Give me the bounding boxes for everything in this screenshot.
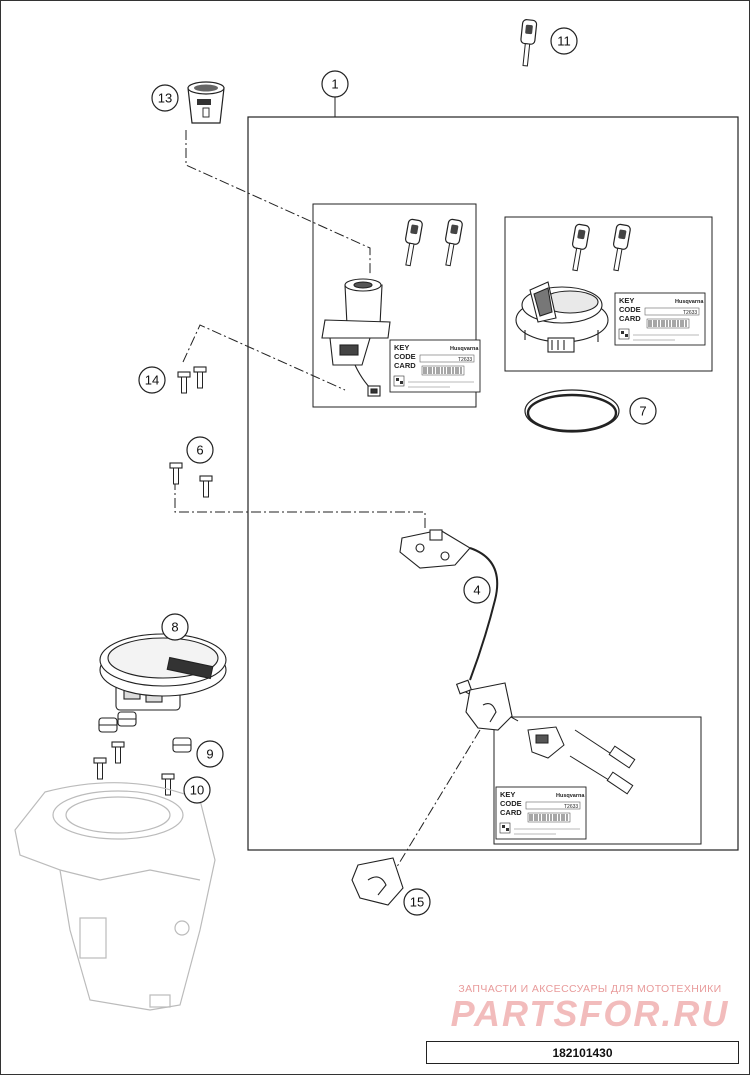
key-code-card-ignition: KEY CODE CARD Husqvarna T2633 (389, 339, 481, 393)
key-code-card-seat: KEY CODE CARD Husqvarna T2633 (495, 786, 587, 840)
svg-text:CARD: CARD (500, 808, 522, 817)
svg-text:10: 10 (190, 783, 204, 798)
gasket-ring-7 (524, 389, 620, 433)
key-code-card-fuel: KEY CODE CARD Husqvarna T2633 (614, 292, 706, 346)
svg-text:CODE: CODE (619, 305, 641, 314)
watermark-tagline: ЗАПЧАСТИ И АКСЕССУАРЫ ДЛЯ МОТОТЕХНИКИ (458, 983, 722, 995)
key-fuel-2 (608, 223, 632, 273)
svg-text:14: 14 (145, 373, 159, 388)
svg-text:KEY: KEY (500, 790, 515, 799)
svg-text:CARD: CARD (619, 314, 641, 323)
filler-cap-8 (99, 633, 227, 711)
callout-6: 6 (186, 436, 214, 464)
callout-15: 15 (403, 888, 431, 916)
fuel-tank-cap (515, 281, 609, 353)
key-part-11 (517, 18, 538, 68)
key-ignition-2 (440, 218, 464, 268)
svg-text:T2633: T2633 (683, 310, 697, 316)
screw-10-a (93, 757, 107, 780)
screw-10-c (161, 773, 175, 796)
svg-text:KEY: KEY (394, 343, 409, 352)
key-fuel-1 (567, 223, 591, 273)
nut-9-c (172, 737, 192, 753)
fuel-cap-subbox (504, 216, 713, 372)
callout-11: 11 (550, 27, 578, 55)
fuel-tank-ghost (14, 782, 216, 1011)
nut-9-b (117, 711, 137, 727)
ignition-lock-assembly (321, 278, 391, 397)
watermark-logo: PARTSFOR.RU (450, 993, 730, 1034)
callout-14: 14 (138, 366, 166, 394)
svg-text:Husqvarna: Husqvarna (556, 793, 585, 799)
screw-6-a (169, 462, 183, 485)
screw-14-a (177, 371, 191, 394)
svg-text:Husqvarna: Husqvarna (675, 299, 704, 305)
svg-text:CODE: CODE (394, 352, 416, 361)
key-ignition-1 (400, 218, 424, 268)
lock-cylinder-13 (187, 81, 225, 124)
callout-7: 7 (629, 397, 657, 425)
svg-text:9: 9 (206, 747, 213, 762)
main-assembly-frame (247, 116, 739, 851)
screw-14-b (193, 366, 207, 389)
seat-lock-cable-4 (399, 529, 499, 695)
svg-text:15: 15 (410, 895, 424, 910)
svg-text:CODE: CODE (500, 799, 522, 808)
svg-text:13: 13 (158, 91, 172, 106)
svg-text:T2633: T2633 (458, 357, 472, 363)
screw-6-b (199, 475, 213, 498)
svg-text:Husqvarna: Husqvarna (450, 346, 479, 352)
nut-9-a (98, 717, 118, 733)
seat-lock-set (527, 726, 636, 795)
callout-9: 9 (196, 740, 224, 768)
svg-text:KEY: KEY (619, 296, 634, 305)
callout-13: 13 (151, 84, 179, 112)
bracket-15 (351, 857, 404, 906)
screw-10-b (111, 741, 125, 764)
ignition-lock-subbox (312, 203, 477, 408)
svg-text:T2633: T2633 (564, 804, 578, 810)
leader-lines (174, 130, 521, 871)
callout-4: 4 (463, 576, 491, 604)
svg-text:6: 6 (196, 443, 203, 458)
callout-10: 10 (183, 776, 211, 804)
seat-lock-subbox (493, 716, 702, 845)
svg-text:7: 7 (639, 404, 646, 419)
svg-text:CARD: CARD (394, 361, 416, 370)
callout-1: 1 (321, 70, 349, 98)
callout-8: 8 (161, 613, 189, 641)
svg-text:4: 4 (473, 583, 480, 598)
document-number: 182101430 (426, 1041, 739, 1064)
svg-text:11: 11 (557, 34, 571, 49)
seat-lock-catch (465, 682, 513, 731)
svg-text:8: 8 (171, 620, 178, 635)
svg-text:1: 1 (331, 77, 338, 92)
